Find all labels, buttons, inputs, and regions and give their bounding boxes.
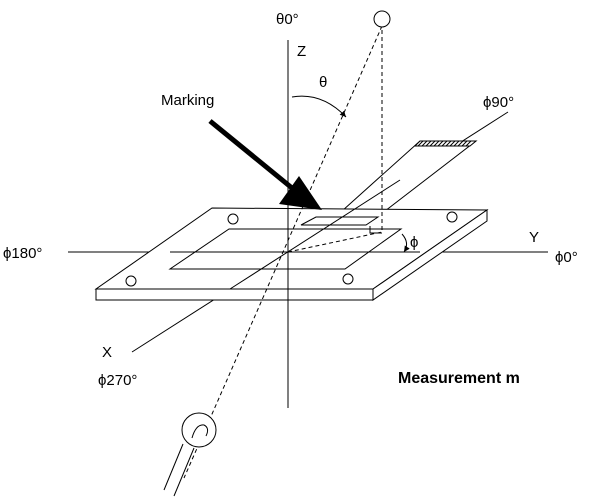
phi270-label: ϕ270° bbox=[98, 372, 137, 389]
viewing-direction-line bbox=[183, 25, 383, 479]
detector-probe-icon bbox=[163, 412, 217, 497]
lcd-panel bbox=[94, 207, 489, 301]
caption: Measurement m bbox=[398, 370, 520, 387]
flex-cable bbox=[340, 140, 478, 212]
display-window bbox=[168, 228, 403, 270]
mounting-hole bbox=[227, 213, 239, 225]
y-axis-label: Y bbox=[529, 229, 539, 246]
marking-arrow bbox=[208, 119, 322, 210]
phi-label: ϕ bbox=[410, 234, 418, 251]
mounting-hole bbox=[446, 211, 458, 223]
z-axis-label: Z bbox=[297, 43, 306, 60]
phi90-label: ϕ90° bbox=[483, 94, 514, 111]
mounting-hole bbox=[342, 273, 354, 285]
theta-label: θ bbox=[319, 74, 327, 91]
phi0-label: ϕ0° bbox=[555, 249, 578, 266]
phi-arc bbox=[401, 233, 410, 253]
phi180-label: ϕ180° bbox=[3, 245, 42, 262]
mounting-hole bbox=[125, 275, 137, 287]
theta-arc bbox=[291, 95, 347, 118]
marking-label: Marking bbox=[161, 92, 214, 109]
theta0-label: θ0° bbox=[276, 11, 299, 28]
measurement-spot bbox=[300, 216, 380, 226]
light-source-icon bbox=[373, 10, 391, 28]
x-axis-label: X bbox=[102, 344, 112, 361]
